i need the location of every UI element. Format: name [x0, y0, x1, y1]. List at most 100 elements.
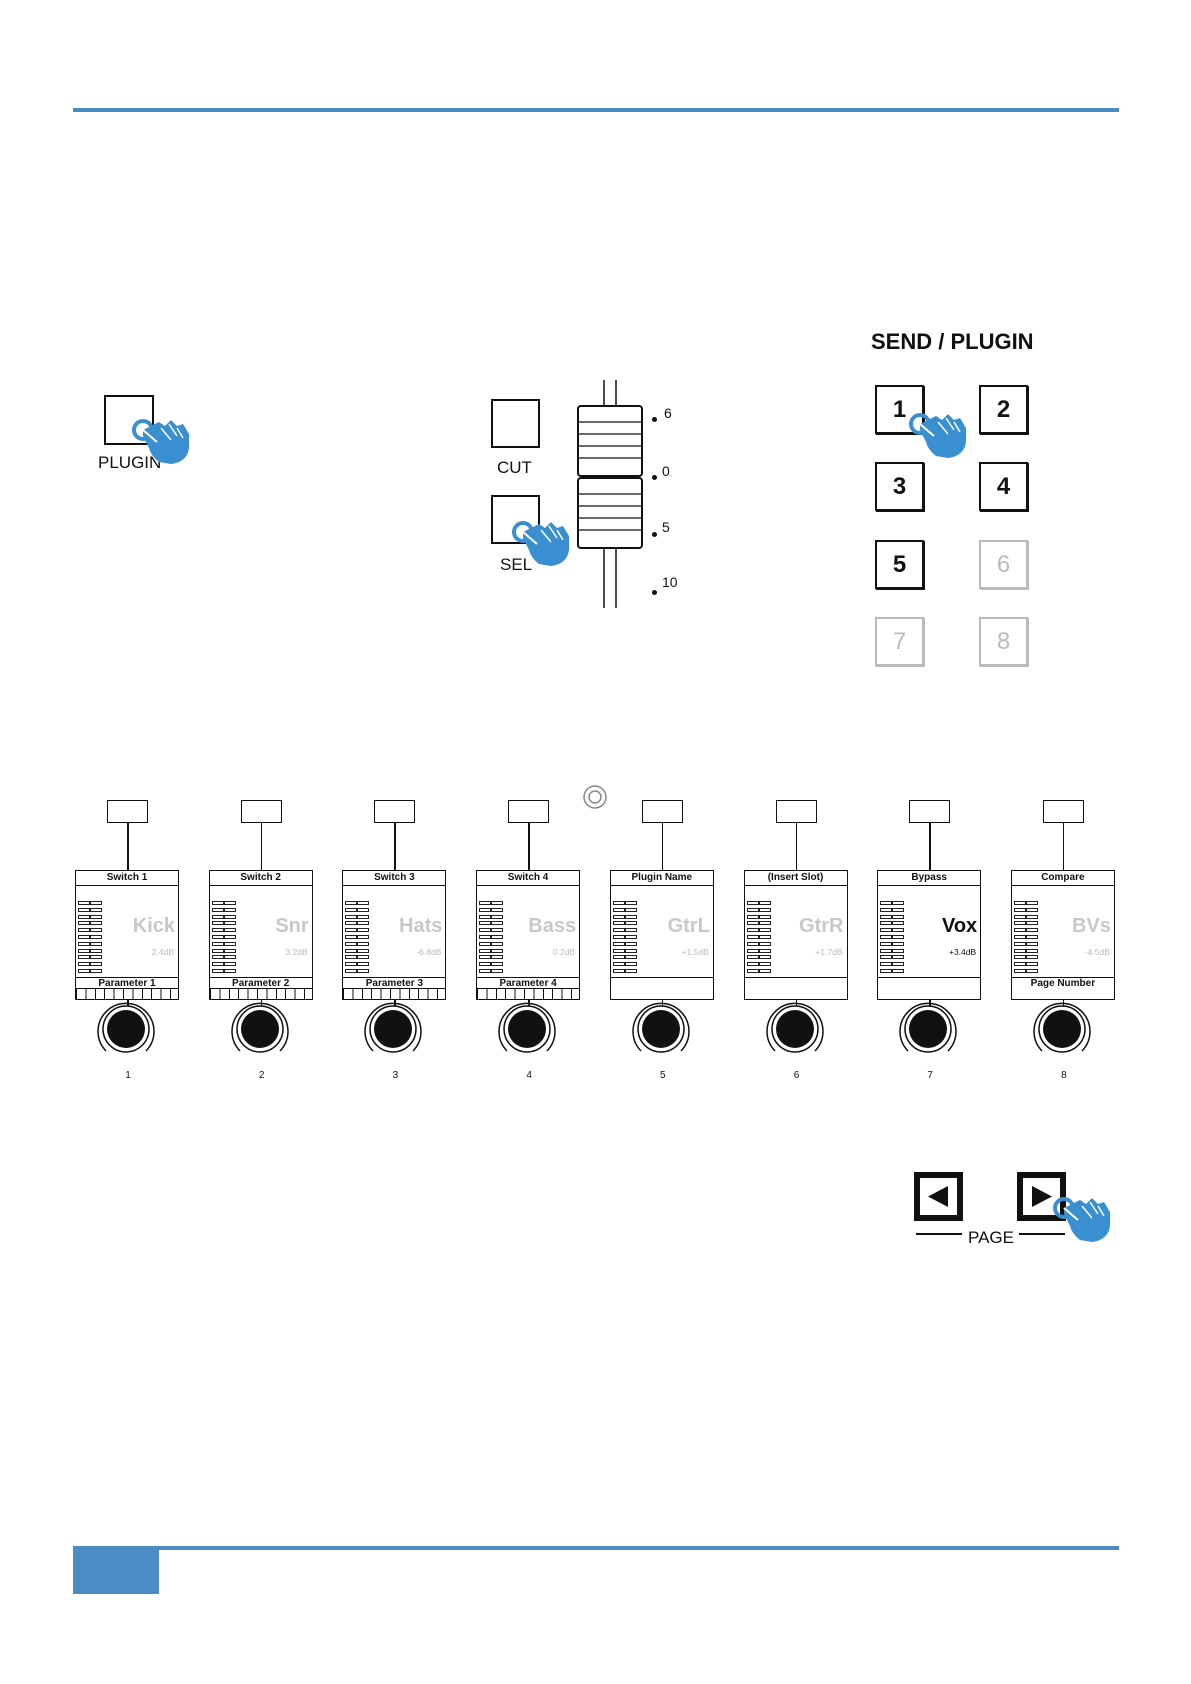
channel-gain: 0.2dB: [552, 947, 576, 957]
page-label: PAGE: [968, 1228, 1014, 1247]
rotary-encoder-knob[interactable]: [92, 995, 160, 1063]
rotary-encoder-knob[interactable]: [761, 995, 829, 1063]
strip-switch-button[interactable]: [909, 800, 951, 823]
connector-line: [394, 823, 396, 870]
channel-gain: -4.5dB: [1084, 947, 1110, 957]
channel-name: Vox: [941, 915, 978, 937]
knob-number: 2: [258, 1070, 265, 1081]
connector-line: [929, 823, 931, 870]
level-meter: [479, 901, 504, 973]
fader[interactable]: [570, 380, 650, 610]
knob-number: 7: [927, 1070, 933, 1081]
strip-switch-button[interactable]: [107, 800, 148, 823]
connector-line: [528, 823, 530, 870]
switch-label: Bypass: [878, 871, 981, 886]
channel-name: BVs: [1071, 915, 1111, 937]
page-line-left: [916, 1233, 962, 1235]
send-plugin-title: SEND / PLUGIN: [871, 329, 1034, 354]
switch-label: Switch 1: [76, 871, 178, 886]
fader-scale-dot: [652, 590, 657, 595]
knob-number: 3: [392, 1070, 399, 1081]
fader-scale-dot: [652, 532, 657, 537]
send-plugin-button-4[interactable]: 4: [979, 462, 1028, 511]
parameter-scale: [477, 988, 580, 999]
page-number-tab: [73, 1550, 159, 1594]
rotary-encoder-knob[interactable]: [359, 995, 427, 1063]
page-line-right: [1019, 1233, 1065, 1235]
level-meter: [746, 901, 771, 973]
rotary-encoder-knob[interactable]: [226, 995, 294, 1063]
channel-name: Bass: [528, 915, 577, 937]
parameter-label: [610, 977, 713, 990]
send-plugin-button-2[interactable]: 2: [979, 385, 1028, 434]
rotary-encoder-knob[interactable]: [894, 995, 962, 1063]
switch-label: Plugin Name: [610, 871, 713, 886]
connector-line: [661, 823, 664, 870]
sel-label: SEL: [500, 555, 533, 574]
send-plugin-button-6[interactable]: 6: [979, 540, 1028, 589]
fader-scale-label: 0: [662, 463, 670, 479]
screw-icon: [583, 785, 607, 809]
strip-switch-button[interactable]: [374, 800, 416, 823]
channel-name: GtrR: [799, 915, 844, 937]
send-plugin-button-3[interactable]: 3: [875, 462, 924, 511]
knob-number: 4: [526, 1070, 532, 1081]
strip-switch-button[interactable]: [641, 800, 683, 823]
parameter-label: [878, 977, 981, 990]
level-meter: [1013, 901, 1038, 973]
pointing-hand-icon: [132, 419, 189, 464]
level-meter: [211, 901, 236, 973]
fader-scale-dot: [652, 475, 657, 480]
send-plugin-button-8[interactable]: 8: [979, 617, 1028, 666]
channel-name: GtrL: [667, 915, 710, 937]
strip-switch-button[interactable]: [1042, 800, 1084, 823]
fader-scale-label: 6: [664, 405, 672, 421]
channel-gain: +1.7dB: [815, 947, 843, 957]
strip-switch-button[interactable]: [775, 800, 817, 823]
plugin-label: PLUGIN: [98, 453, 162, 472]
knob-number: 5: [660, 1070, 666, 1081]
connector-line: [260, 823, 263, 870]
send-plugin-button-7[interactable]: 7: [875, 617, 924, 666]
rotary-encoder-knob[interactable]: [1028, 995, 1096, 1063]
parameter-label: Parameter 4: [477, 977, 580, 990]
channel-gain: 2.4dB: [151, 947, 174, 957]
parameter-label: Parameter 3: [343, 977, 446, 990]
switch-label: Switch 2: [209, 871, 312, 886]
level-meter: [78, 901, 102, 973]
page-left-button[interactable]: [914, 1172, 963, 1221]
parameter-label: Page Number: [1011, 977, 1114, 990]
strip-switch-button[interactable]: [508, 800, 550, 823]
connector-line: [795, 823, 797, 870]
send-plugin-button-1[interactable]: 1: [875, 385, 924, 434]
knob-number: 1: [125, 1070, 131, 1081]
connector-line: [127, 823, 129, 870]
pointing-hand-icon: [1053, 1197, 1110, 1242]
rotary-encoder-knob[interactable]: [627, 995, 695, 1063]
parameter-scale: [343, 988, 446, 999]
channel-gain: +1.5dB: [681, 947, 709, 957]
parameter-scale: [209, 988, 312, 999]
parameter-scale: [76, 988, 178, 999]
channel-gain: -6.8dB: [416, 947, 442, 957]
send-plugin-button-5[interactable]: 5: [875, 540, 924, 589]
connector-line: [1062, 823, 1065, 870]
page-right-button[interactable]: [1017, 1172, 1066, 1221]
cut-button[interactable]: [491, 399, 540, 448]
strip-display: (Insert Slot)GtrR+1.7dB: [743, 870, 848, 1000]
strip-switch-button[interactable]: [240, 800, 282, 823]
parameter-label: Parameter 2: [209, 977, 312, 990]
rotary-encoder-knob[interactable]: [493, 995, 561, 1063]
